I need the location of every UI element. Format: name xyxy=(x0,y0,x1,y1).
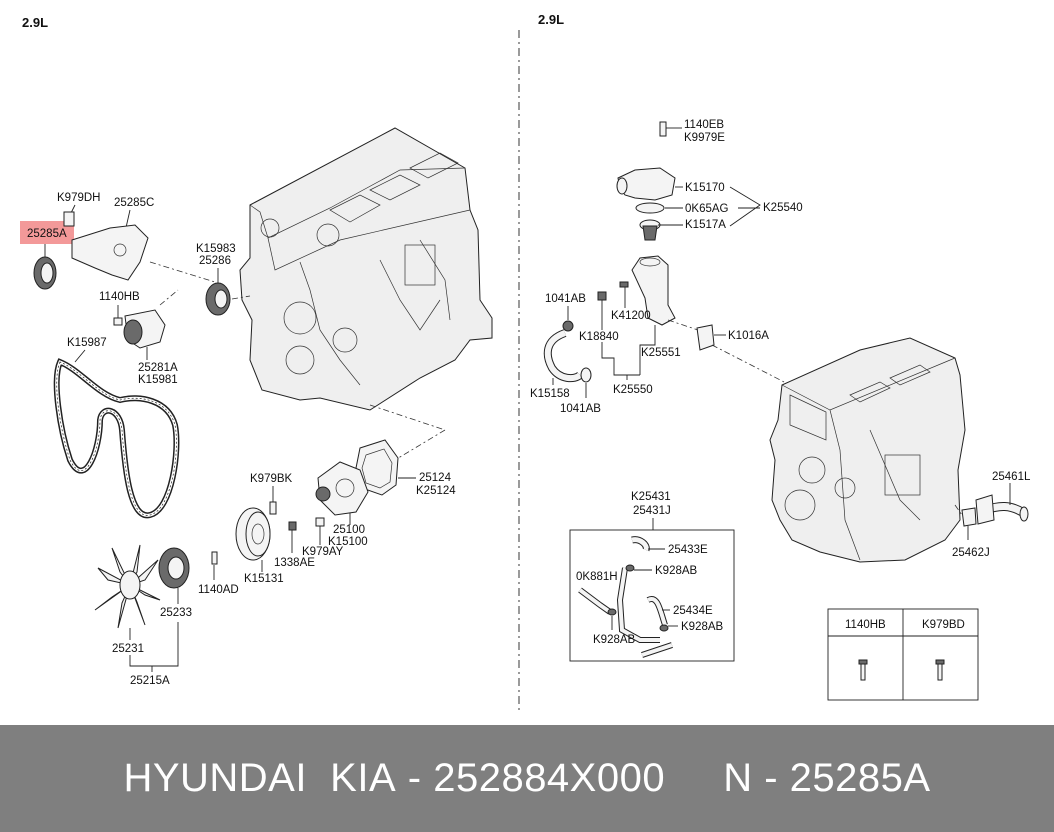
callout-25461l[interactable]: 25461L xyxy=(992,471,1031,483)
callout-k15158[interactable]: K15158 xyxy=(530,388,570,400)
callout-1041ab-top[interactable]: 1041AB xyxy=(545,293,586,305)
nut-1338ae[interactable] xyxy=(288,521,297,531)
gasket-25124[interactable] xyxy=(355,439,399,496)
callout-1140hb[interactable]: 1140HB xyxy=(99,291,140,303)
callout-k928ab-3[interactable]: K928AB xyxy=(593,634,636,646)
bolt-table-header-1: 1140HB xyxy=(845,619,886,631)
sensor-k18840[interactable] xyxy=(597,291,607,301)
callout-k25551[interactable]: K25551 xyxy=(641,347,681,359)
callout-25433e[interactable]: 25433E xyxy=(668,544,708,556)
callout-0k65ag[interactable]: 0K65AG xyxy=(685,203,729,215)
bolt-table: 1140HB K979BD xyxy=(827,608,979,701)
callout-k1016a[interactable]: K1016A xyxy=(728,330,769,342)
bolt-1140hb[interactable] xyxy=(113,317,123,326)
diagram-part-number: 25285A xyxy=(789,756,931,800)
oem-number: 252884X000 xyxy=(433,756,666,800)
callout-25231[interactable]: 25231 xyxy=(112,643,144,655)
hose-kit-parts[interactable] xyxy=(578,536,673,658)
left-engine-block xyxy=(239,127,493,411)
callout-k1517a[interactable]: K1517A xyxy=(685,219,726,231)
footer-gap xyxy=(665,756,723,801)
callout-1140eb[interactable]: 1140EB xyxy=(684,119,724,131)
callout-k25431[interactable]: K25431 xyxy=(631,491,671,503)
callout-k15100[interactable]: K15100 xyxy=(328,536,368,548)
right-engine-block xyxy=(769,337,966,563)
callout-k9979e[interactable]: K9979E xyxy=(684,132,725,144)
parts-diagram: 2.9L 25285A K979DH 25285C K15983 25286 xyxy=(20,12,1031,712)
bolt-table-header-2: K979BD xyxy=(922,619,965,631)
callout-k15987[interactable]: K15987 xyxy=(67,337,107,349)
idler-pulley-25285a[interactable] xyxy=(33,256,57,290)
callout-k15170[interactable]: K15170 xyxy=(685,182,725,194)
callout-25281a[interactable]: 25281A xyxy=(138,362,178,374)
callout-k979ay[interactable]: K979AY xyxy=(302,546,344,558)
callout-k928ab-1[interactable]: K928AB xyxy=(655,565,698,577)
callout-25215a[interactable]: 25215A xyxy=(130,675,170,687)
part-number-banner: HYUNDAI KIA - 252884X000 N - 25285A xyxy=(0,725,1054,832)
thermostat-housing-k15170[interactable] xyxy=(616,167,676,201)
pulley-25286[interactable] xyxy=(205,282,231,316)
water-outlet-k41200[interactable] xyxy=(631,255,676,326)
gasket-0k65ag[interactable] xyxy=(635,202,665,214)
callout-k928ab-2[interactable]: K928AB xyxy=(681,621,724,633)
bolt-k979bk[interactable] xyxy=(269,501,277,515)
thermostat-k1517a[interactable] xyxy=(639,219,661,241)
callout-25285c[interactable]: 25285C xyxy=(114,197,154,209)
tensioner-25281a[interactable] xyxy=(123,309,166,349)
callout-25124[interactable]: 25124 xyxy=(419,472,452,484)
bracket-25285c[interactable] xyxy=(63,211,149,281)
callout-25431j[interactable]: 25431J xyxy=(633,505,671,517)
callout-25434e[interactable]: 25434E xyxy=(673,605,713,617)
callout-1041ab-bottom[interactable]: 1041AB xyxy=(560,403,601,415)
right-engine-label: 2.9L xyxy=(538,12,564,27)
callout-0k881h[interactable]: 0K881H xyxy=(576,571,618,583)
hose-kit-box xyxy=(569,529,735,662)
callout-1338ae[interactable]: 1338AE xyxy=(274,557,315,569)
clamp-1041ab-top[interactable] xyxy=(562,320,574,332)
callout-k25540[interactable]: K25540 xyxy=(763,202,803,214)
callout-k15983[interactable]: K15983 xyxy=(196,243,236,255)
callout-25285a[interactable]: 25285A xyxy=(27,228,67,240)
fan-pulley-k15131[interactable] xyxy=(235,507,271,561)
clamp-1041ab-bottom[interactable] xyxy=(580,367,592,383)
fan-clutch-25233[interactable] xyxy=(158,547,190,589)
callout-k25124[interactable]: K25124 xyxy=(416,485,456,497)
bolt-1140ad[interactable] xyxy=(211,551,218,565)
bolt-icon xyxy=(935,659,945,681)
left-engine-label: 2.9L xyxy=(22,15,48,30)
callout-k25550[interactable]: K25550 xyxy=(613,384,653,396)
brand-name: HYUNDAI KIA xyxy=(123,756,397,800)
gasket-25462j[interactable] xyxy=(961,507,977,527)
callout-25100[interactable]: 25100 xyxy=(333,524,365,536)
highlight-box xyxy=(20,221,74,244)
callout-k979bk[interactable]: K979BK xyxy=(250,473,293,485)
callout-25462j[interactable]: 25462J xyxy=(952,547,990,559)
bolt-k979ay[interactable] xyxy=(315,517,325,527)
callout-k979dh[interactable]: K979DH xyxy=(57,192,100,204)
callout-25233[interactable]: 25233 xyxy=(160,607,192,619)
gasket-k1016a[interactable] xyxy=(696,324,715,351)
footer-separator-1: - xyxy=(396,756,434,800)
bolt-icon xyxy=(858,659,868,681)
footer-separator-2: - xyxy=(752,756,790,800)
callout-k18840[interactable]: K18840 xyxy=(579,331,619,343)
n-label: N xyxy=(723,756,753,800)
callout-k15131[interactable]: K15131 xyxy=(244,573,284,585)
water-pump-25100[interactable] xyxy=(315,461,369,516)
callout-k15981[interactable]: K15981 xyxy=(138,374,178,386)
callout-25286[interactable]: 25286 xyxy=(199,255,231,267)
callout-k41200[interactable]: K41200 xyxy=(611,310,651,322)
cooling-fan-25231[interactable] xyxy=(94,544,161,629)
drive-belt-k15987[interactable] xyxy=(53,358,180,519)
bolt-1140eb[interactable] xyxy=(659,121,667,137)
callout-1140ad[interactable]: 1140AD xyxy=(198,584,239,596)
